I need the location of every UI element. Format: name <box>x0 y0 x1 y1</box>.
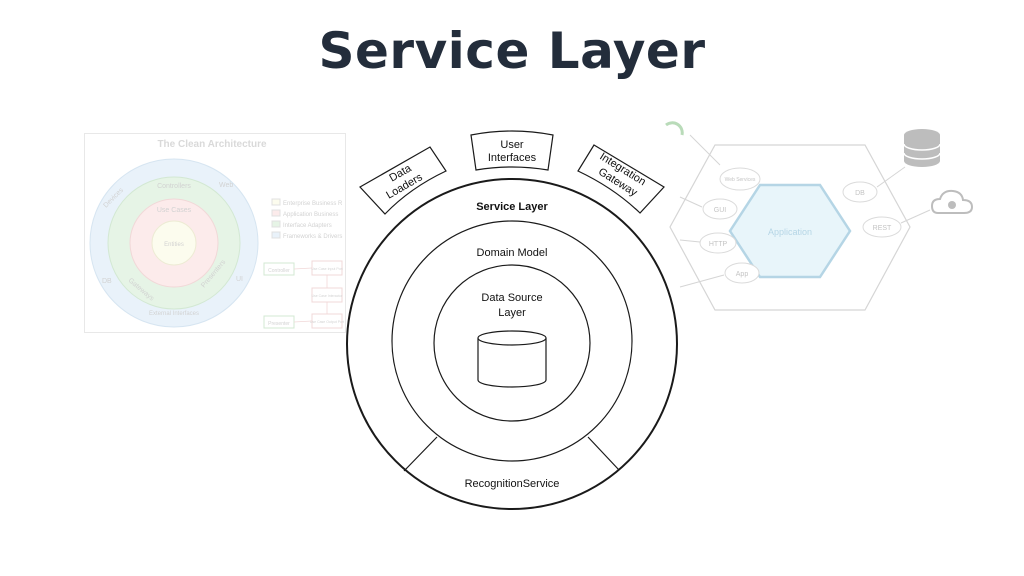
application-label: Application <box>768 227 812 237</box>
outer-hexagon <box>669 144 911 311</box>
legend-swatch-adapters <box>271 220 281 228</box>
adapter-label-db: DB <box>855 190 865 197</box>
tab-user-interfaces: User Interfaces <box>470 130 554 171</box>
ring-label-ui: UI <box>236 276 243 283</box>
adapter-gui <box>702 198 738 220</box>
database-icon <box>903 129 941 167</box>
legend-frameworks: Frameworks & Drivers <box>283 234 342 240</box>
use-cases-ring <box>129 198 219 288</box>
hexagonal-architecture-figure: Application Web Services GUI HTTP App DB… <box>665 121 974 311</box>
flow-box-controller <box>263 262 295 276</box>
database-cylinder-icon <box>477 330 547 388</box>
flow-label-output-port: Use Case Output Port <box>310 320 344 324</box>
application-hexagon <box>728 183 852 279</box>
flow-box-input-port <box>311 260 343 276</box>
connector-line <box>679 196 703 208</box>
refresh-arc-icon <box>665 121 684 136</box>
flow-box-presenter <box>263 315 295 329</box>
clean-architecture-frame <box>84 133 346 333</box>
flow-label-controller: Controller <box>268 268 290 274</box>
connector-line <box>876 166 906 188</box>
flow-arrow <box>293 267 313 270</box>
adapter-label-gui: GUI <box>714 207 727 214</box>
frameworks-ring <box>89 158 259 328</box>
legend-enterprise: Enterprise Business R <box>283 201 343 207</box>
ring-label-web: Web <box>219 182 233 189</box>
legend-swatch-application <box>271 209 281 217</box>
adapter-db <box>842 181 878 203</box>
segment-divider-left <box>403 436 438 472</box>
tab-data-loaders: Data Loaders <box>359 146 447 215</box>
legend-adapters: Interface Adapters <box>283 223 332 229</box>
segment-divider-right <box>587 436 620 471</box>
adapter-http <box>699 232 737 254</box>
service-layer-label: Service Layer <box>476 201 548 213</box>
flow-box-interactor <box>311 287 343 303</box>
clean-architecture-title: The Clean Architecture <box>157 139 267 150</box>
ring-label-entities: Entities <box>164 242 184 248</box>
adapter-web-services <box>719 167 761 191</box>
connector-line <box>689 134 721 166</box>
adapter-label-app: App <box>736 271 749 278</box>
domain-model-label: Domain Model <box>477 247 548 259</box>
adapter-app <box>724 262 760 284</box>
flow-label-presenter: Presenter <box>268 321 290 327</box>
connector-line <box>900 209 931 224</box>
flow-label-input-port: Use Case Input Port <box>311 267 343 271</box>
flow-label-interactor: Use Case Interactor <box>311 294 343 298</box>
slide-title: Service Layer <box>318 22 706 80</box>
legend-swatch-enterprise <box>271 198 281 206</box>
cloud-gear-icon <box>930 189 974 214</box>
connector-line <box>679 274 725 288</box>
adapter-label-rest: REST <box>873 225 892 232</box>
entities-ring <box>151 220 197 266</box>
clean-architecture-figure: The Clean Architecture Entities Use Case… <box>84 133 346 333</box>
ring-label-db: DB <box>102 278 112 285</box>
flow-arrow <box>293 320 313 323</box>
flow-box-output-port <box>311 313 343 329</box>
tab-user-interfaces-line1: User <box>500 139 524 151</box>
connector-line <box>679 239 701 243</box>
tab-user-interfaces-line2: Interfaces <box>488 152 537 164</box>
ring-label-external-interfaces: External Interfaces <box>149 311 199 317</box>
ring-label-use-cases: Use Cases <box>157 207 192 214</box>
data-source-label-line2: Layer <box>498 307 526 319</box>
ring-label-controllers: Controllers <box>157 183 191 190</box>
adapters-ring <box>107 176 241 310</box>
adapter-rest <box>862 216 902 238</box>
adapter-label-web-services: Web Services <box>725 177 756 183</box>
data-source-label-line1: Data Source <box>481 292 542 304</box>
legend-swatch-frameworks <box>271 231 281 239</box>
adapter-label-http: HTTP <box>709 241 728 248</box>
legend-application: Application Business <box>283 212 338 218</box>
recognition-service-label: RecognitionService <box>465 478 560 490</box>
